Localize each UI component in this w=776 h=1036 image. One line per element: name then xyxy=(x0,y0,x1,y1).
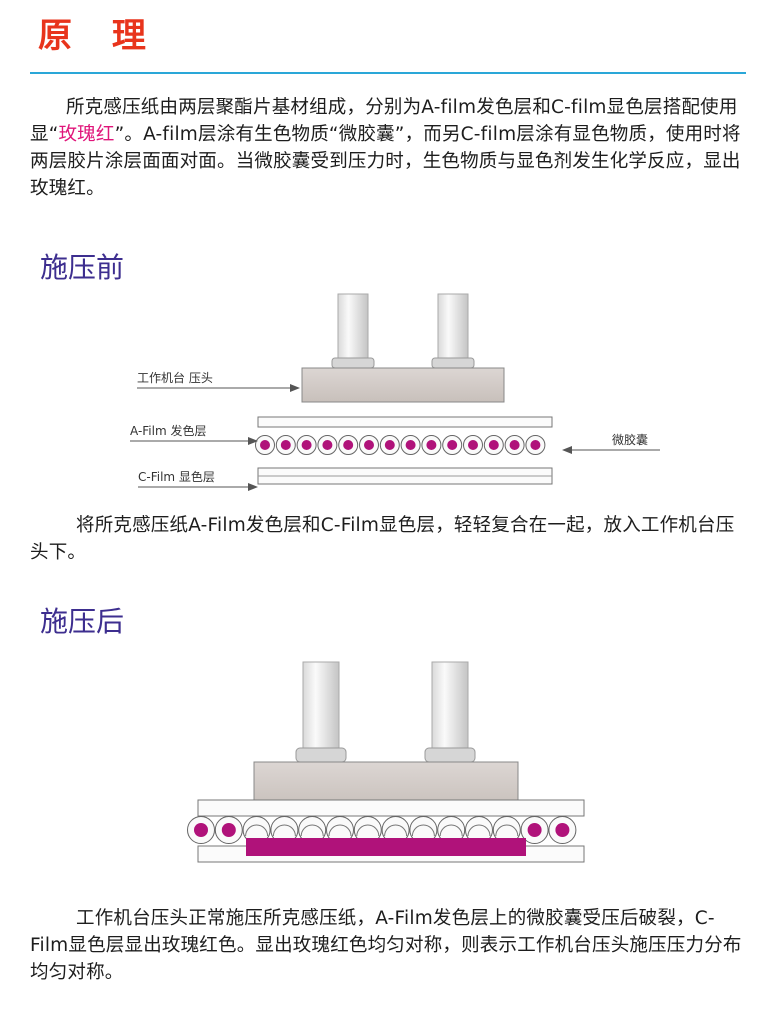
press-rod-right xyxy=(431,661,469,751)
press-rod-left xyxy=(302,661,340,751)
microcapsule-row xyxy=(255,435,546,455)
before-caption: 将所克感压纸A-Film发色层和C-Film显色层，轻轻复合在一起，放入工作机台… xyxy=(30,512,750,566)
before-diagram: 工作机台 压头 A-Film 发色层 微胶囊 C-Film 显色层 xyxy=(130,293,660,491)
microcapsule-dye xyxy=(364,440,374,450)
microcapsule-dye xyxy=(221,823,236,837)
rod-collar-left xyxy=(331,357,375,369)
ruptured-capsule-shell xyxy=(328,824,352,837)
after-diagram xyxy=(187,661,585,863)
after-title: 施压后 xyxy=(40,605,125,638)
microcapsule-dye xyxy=(488,440,499,450)
press-head xyxy=(301,367,505,403)
microcapsule-dye xyxy=(260,440,270,450)
microcapsule-dye xyxy=(280,440,291,450)
after-caption: 工作机台压头正常施压所克感压纸，A-Film发色层上的微胶囊受压后破裂，C-Fi… xyxy=(30,905,750,986)
label-microcapsule: 微胶囊 xyxy=(612,432,648,447)
ruptured-capsule-shell xyxy=(272,824,296,837)
ruptured-capsule-shell xyxy=(439,824,463,837)
rod-collar-right xyxy=(424,747,476,763)
rod-collar-right xyxy=(431,357,475,369)
before-title: 施压前 xyxy=(40,251,125,284)
label-c-film: C-Film 显色层 xyxy=(138,470,215,484)
after-caption-text: 工作机台压头正常施压所克感压纸，A-Film发色层上的微胶囊受压后破裂，C-Fi… xyxy=(30,908,742,983)
microcapsule-dye xyxy=(426,440,437,450)
ruptured-capsule-shell xyxy=(384,824,408,837)
intro-highlight: 玫瑰红 xyxy=(58,124,115,145)
intro-text-1: 所克感压纸由两层聚酯片基材组成，分别为A-film发色层和C-film显色层搭配… xyxy=(30,97,738,145)
title-divider xyxy=(30,72,746,74)
microcapsule-dye xyxy=(468,440,478,450)
microcapsule-dye xyxy=(447,440,458,450)
ruptured-capsule-shell xyxy=(245,824,269,837)
microcapsule-row xyxy=(187,816,577,844)
microcapsule-dye xyxy=(527,823,542,837)
microcapsule-dye xyxy=(343,440,354,450)
rose-red-imprint xyxy=(246,838,526,856)
microcapsule-dye xyxy=(322,440,333,450)
microcapsule-dye xyxy=(194,823,208,837)
press-rod-right xyxy=(437,293,469,361)
label-a-film: A-Film 发色层 xyxy=(130,423,206,438)
press-rod-left xyxy=(337,293,369,361)
ruptured-capsule-shell xyxy=(495,824,519,837)
microcapsule-dye xyxy=(530,440,541,450)
intro-paragraph: 所克感压纸由两层聚酯片基材组成，分别为A-film发色层和C-film显色层搭配… xyxy=(30,94,750,202)
a-film-layer xyxy=(197,799,585,817)
microcapsule-dye xyxy=(384,440,395,450)
microcapsule-dye xyxy=(301,440,312,450)
ruptured-capsule-shell xyxy=(411,824,435,837)
intro-text-2: ”。A-film层涂有生色物质“微胶囊”，而另C-film层涂有显色物质，使用时… xyxy=(30,124,741,199)
rod-collar-left xyxy=(295,747,347,763)
before-caption-text: 将所克感压纸A-Film发色层和C-Film显色层，轻轻复合在一起，放入工作机台… xyxy=(30,515,735,563)
ruptured-capsule-shell xyxy=(300,824,324,837)
page-title: 原 理 xyxy=(38,16,160,56)
label-press-head: 工作机台 压头 xyxy=(137,370,213,385)
a-film-layer xyxy=(257,416,553,428)
microcapsule-dye xyxy=(555,823,570,837)
ruptured-capsule-shell xyxy=(356,824,380,837)
microcapsule-dye xyxy=(405,440,416,450)
microcapsule-dye xyxy=(509,440,520,450)
ruptured-capsule-shell xyxy=(467,824,491,837)
